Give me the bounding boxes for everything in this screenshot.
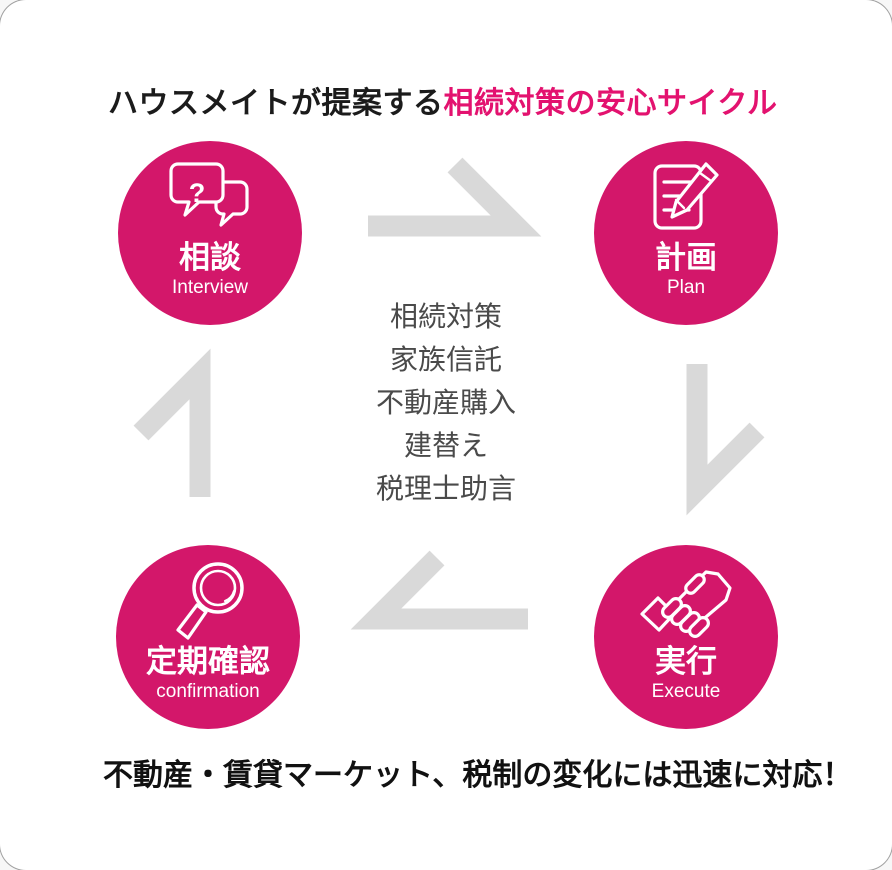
chat-question-icon: ? [166,156,254,238]
magnifier-icon [169,560,247,642]
cycle-step-interview: ? 相談 Interview [118,141,302,325]
cycle-step-confirmation: 定期確認 confirmation [116,545,300,729]
center-topics-list: 相続対策 家族信託 不動産購入 建替え 税理士助言 [0,295,892,510]
arrow-right-icon [368,157,542,237]
center-topic: 相続対策 [389,301,502,332]
center-topic: 家族信託 [389,344,502,375]
cycle-step-execute: 実行 Execute [594,545,778,729]
handshake-icon [638,560,734,642]
step-label-ja: 実行 [655,644,717,679]
center-topic: 不動産購入 [375,387,516,418]
step-label-ja: 計画 [655,240,717,275]
page-title: ハウスメイトが提案する相続対策の安心サイクル [108,78,778,122]
title-highlight: 相続対策の安心サイクル [443,87,778,120]
step-label-ja: 定期確認 [146,644,270,679]
step-label-en: Interview [171,276,249,298]
center-topic: 税理士助言 [375,473,516,504]
step-label-en: Plan [666,276,706,298]
question-mark-glyph: ? [189,178,206,208]
center-topic: 建替え [403,430,488,461]
step-label-en: Execute [651,680,721,702]
document-pencil-icon [649,156,723,238]
title-prefix: ハウスメイトが提案する [108,87,444,120]
step-label-en: confirmation [156,680,260,702]
footer-note: 不動産・賃貸マーケット、税制の変化には迅速に対応！ [103,759,853,792]
cycle-step-plan: 計画 Plan [594,141,778,325]
step-label-ja: 相談 [179,240,241,275]
arrow-left-icon [350,550,528,630]
